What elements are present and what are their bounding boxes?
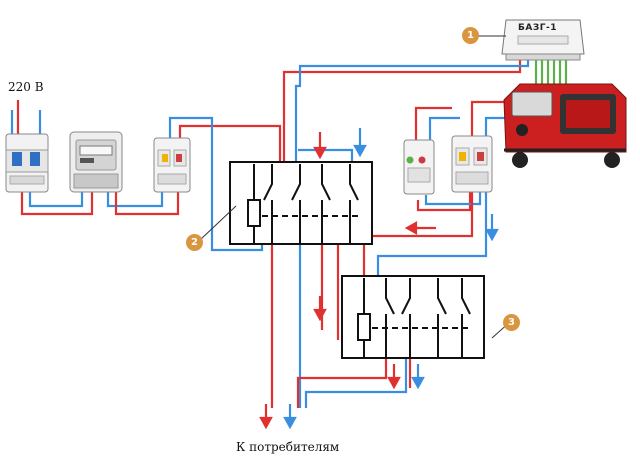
callout-badge-2: 2 <box>186 234 203 251</box>
arrow-red-out <box>259 404 273 430</box>
wire-red-k3-out <box>296 356 388 408</box>
arrow-red-down-low <box>387 364 401 390</box>
wire-red-rcd-to-k2 <box>178 124 282 168</box>
generator-rcd-icon <box>451 135 493 193</box>
wire-blue-k3-out <box>304 356 408 408</box>
wire-blue-top-loop <box>294 60 530 168</box>
wire-blue-k2-to-k3 <box>376 190 488 282</box>
wire-red-k2-to-k3 <box>362 190 474 282</box>
wire-blue-gen-to-relay <box>428 116 460 150</box>
wire-red-breaker-meter <box>20 190 94 216</box>
callout-badge-1: 1 <box>462 27 479 44</box>
rcd-icon <box>153 137 191 193</box>
wire-red-k2-right <box>320 244 340 340</box>
wire-red-gen-to-relay <box>414 106 452 150</box>
controller-label: БАЗГ-1 <box>518 23 557 33</box>
controller-bazg-icon <box>501 19 585 61</box>
arrow-red-down-top <box>313 132 327 160</box>
contactor-3 <box>341 275 485 359</box>
arrow-red-left <box>404 221 436 235</box>
arrow-blue-out <box>283 404 297 430</box>
wire-red-relay-k2 <box>416 190 472 212</box>
arrow-blue-down-right <box>485 214 499 242</box>
arrow-blue-down-low <box>411 364 425 390</box>
generator-icon <box>503 83 627 168</box>
wire-red-meter-rcd <box>114 190 180 216</box>
wire-red-generator <box>470 100 506 140</box>
wire-blue-relay-k2 <box>424 190 482 206</box>
voltage-label: 220 В <box>8 80 44 94</box>
arrow-blue-down-top <box>353 128 367 158</box>
wire-blue-k2-rcd <box>298 148 354 162</box>
wire-neutral-mains <box>10 110 42 135</box>
contactor-2 <box>229 161 373 245</box>
electricity-meter-icon <box>69 131 123 193</box>
wire-blue-breaker-meter <box>28 190 84 208</box>
wire-blue-generator <box>484 116 506 140</box>
wires <box>10 60 530 408</box>
consumers-label: К потребителям <box>236 440 340 454</box>
controller-wires <box>534 60 568 88</box>
arrow-red-down-mid <box>313 296 327 322</box>
circuit-breaker-icon <box>5 133 49 193</box>
wire-blue-meter-rcd <box>106 190 164 208</box>
callout-badge-3: 3 <box>503 314 520 331</box>
voltage-relay-icon <box>403 139 435 195</box>
